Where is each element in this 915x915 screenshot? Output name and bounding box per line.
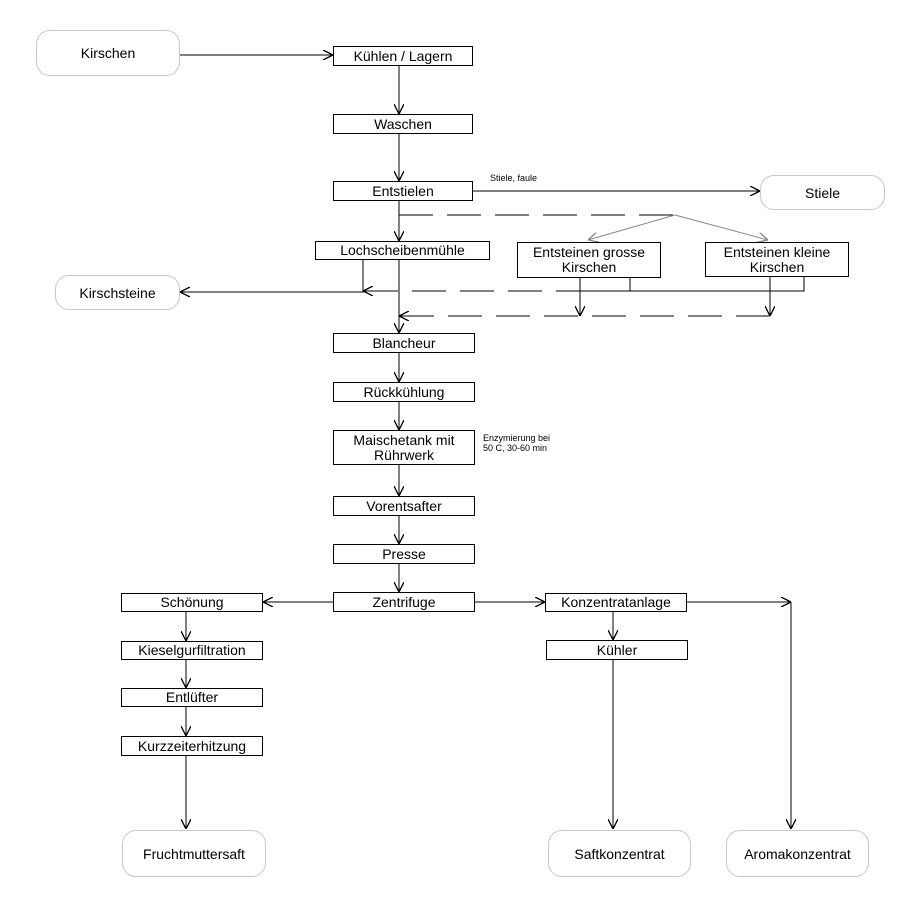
note-enzymierung-1: Enzymierung bei	[483, 433, 551, 443]
terminal-kirschen: Kirschen	[36, 30, 180, 76]
arrow-split-to-kleine	[674, 214, 768, 240]
step-blancheur: Blancheur	[333, 333, 475, 353]
line-kleine-stones	[630, 277, 805, 292]
terminal-kirschsteine: Kirschsteine	[55, 275, 180, 310]
step-maischetank: Maischetank mit Rührwerk	[333, 430, 475, 465]
terminal-saftkonzentrat: Saftkonzentrat	[548, 830, 691, 877]
arrow-split-to-grosse	[588, 214, 676, 240]
terminal-stiele: Stiele	[760, 175, 885, 210]
step-kuehlen-lagern: Kühlen / Lagern	[333, 46, 473, 66]
step-schoenung: Schönung	[121, 593, 263, 612]
step-zentrifuge: Zentrifuge	[333, 592, 475, 612]
step-kurzzeiterhitzung: Kurzzeiterhitzung	[121, 736, 263, 756]
step-waschen: Waschen	[333, 114, 473, 134]
step-entsteinen-kleine: Entsteinen kleine Kirschen	[705, 242, 849, 277]
step-vorentsafter: Vorentsafter	[333, 496, 475, 516]
step-kuehler: Kühler	[546, 640, 688, 660]
step-entsteinen-grosse: Entsteinen grosse Kirschen	[517, 242, 661, 278]
step-presse: Presse	[333, 544, 475, 564]
arrow-muehle-to-kirschsteine	[180, 260, 364, 292]
step-lochscheibenmuehle: Lochscheibenmühle	[315, 241, 490, 260]
step-rueckkuehlung: Rückkühlung	[333, 382, 475, 402]
step-entstielen: Entstielen	[333, 181, 473, 201]
note-stiele-faule: Stiele, faule	[490, 173, 538, 183]
terminal-aromakonzentrat: Aromakonzentrat	[726, 830, 869, 877]
step-konzentratanlage: Konzentratanlage	[545, 593, 687, 612]
line-grosse-stones	[590, 278, 631, 292]
step-kieselgurfiltration: Kieselgurfiltration	[121, 641, 263, 660]
note-enzymierung-2: 50 C, 30-60 min	[483, 443, 548, 453]
terminal-fruchtmuttersaft: Fruchtmuttersaft	[122, 830, 266, 877]
step-entluefter: Entlüfter	[121, 688, 263, 707]
